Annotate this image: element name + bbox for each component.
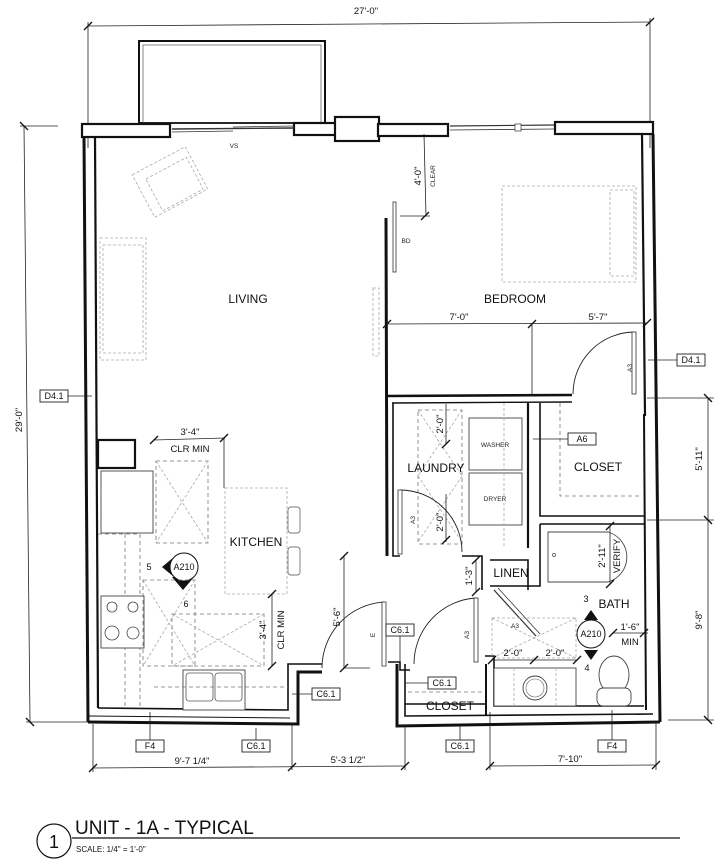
dryer: [468, 472, 523, 526]
svg-text:A210: A210: [173, 562, 194, 572]
tag-f4-left: F4: [135, 712, 165, 753]
living-furniture: VS: [99, 143, 380, 361]
svg-text:5'-3 1/2": 5'-3 1/2": [331, 755, 366, 766]
title-block: 1 UNIT - 1A - TYPICAL SCALE: 1/4" = 1'-0…: [36, 818, 680, 859]
svg-text:5'-11": 5'-11": [694, 447, 705, 471]
svg-text:6: 6: [183, 599, 188, 609]
linen: LINEN 1'-3": [464, 555, 529, 597]
tag-a3-bedroom: A3: [627, 364, 634, 372]
svg-text:VERIFY: VERIFY: [612, 538, 623, 573]
svg-text:3'-4": 3'-4": [258, 621, 269, 640]
laundry: WASHER DRYER 2'-0" 2'-0" LAUNDRY A3: [397, 403, 523, 555]
room-closet-entry: CLOSET: [426, 699, 475, 713]
svg-text:1'-6": 1'-6": [621, 622, 640, 633]
svg-text:3: 3: [583, 594, 588, 604]
bath: BATH A3 2'-0" 2'-0" 1'-6" MIN: [487, 587, 649, 707]
room-bath: BATH: [598, 597, 629, 611]
tag-f4-right: F4: [597, 710, 627, 753]
tag-bd: BD: [401, 238, 410, 245]
svg-text:MIN: MIN: [621, 637, 639, 648]
washer: [468, 417, 523, 471]
dimension-right: 5'-11" 9'-8": [647, 393, 714, 725]
elevation-marker-bath: A210 3 4: [576, 594, 606, 673]
closet-bedroom: A6 CLOSET: [533, 403, 642, 497]
room-bedroom: BEDROOM: [484, 292, 546, 306]
bedroom-right-dim: 5'-7": [589, 312, 608, 323]
drawing-number: 1: [49, 832, 59, 852]
room-laundry: LAUNDRY: [407, 461, 464, 475]
tag-vs: VS: [230, 143, 239, 150]
bedroom-clear-label: CLEAR: [430, 165, 437, 187]
svg-text:5'-6": 5'-6": [332, 608, 343, 627]
svg-text:DRYER: DRYER: [484, 496, 507, 503]
svg-text:2'-0": 2'-0": [435, 415, 446, 434]
kitchen: KITCHEN 3'-4" CLR MIN 3'-4" CLR MIN: [96, 427, 301, 711]
svg-text:F4: F4: [607, 741, 618, 751]
closet-entry: C6.1 CLOSET: [405, 676, 484, 713]
tag-d41-left: D4.1: [39, 389, 92, 403]
svg-text:7'-10": 7'-10": [558, 754, 582, 765]
overall-width-label: 27'-0": [354, 6, 378, 17]
svg-text:D4.1: D4.1: [44, 391, 63, 401]
entry: E 5'-6" C6.1 A3: [321, 551, 479, 673]
svg-text:D4.1: D4.1: [681, 355, 700, 365]
svg-text:E: E: [370, 632, 377, 637]
overall-depth-label: 29'-0": [14, 408, 25, 432]
bedroom: 4'-0" CLEAR BD BEDROOM 7'-0" 5'-7" A3: [382, 133, 652, 396]
svg-text:1'-3": 1'-3": [464, 567, 475, 586]
svg-text:9'-7 1/4": 9'-7 1/4": [175, 756, 210, 767]
tag-c61-bottom-left: C6.1: [241, 728, 271, 753]
tag-c61-kitchen: C6.1: [292, 687, 341, 701]
tag-d41-right: D4.1: [648, 353, 706, 367]
room-closet-bedroom: CLOSET: [574, 460, 623, 474]
dimension-overall-depth: 29'-0": [14, 121, 88, 727]
svg-text:2'-11": 2'-11": [597, 544, 608, 568]
svg-text:C6.1: C6.1: [316, 689, 335, 699]
svg-text:4: 4: [584, 663, 589, 673]
bedroom-clear-dim: 4'-0": [413, 167, 424, 186]
svg-text:CLR MIN: CLR MIN: [276, 610, 287, 649]
svg-text:9'-8": 9'-8": [694, 611, 705, 630]
room-living: LIVING: [228, 292, 267, 306]
svg-text:3'-4": 3'-4": [181, 427, 200, 438]
room-linen: LINEN: [493, 566, 528, 580]
drawing-title: UNIT - 1A - TYPICAL: [75, 818, 254, 839]
svg-text:CLR MIN: CLR MIN: [170, 444, 209, 455]
bedroom-left-dim: 7'-0": [450, 312, 469, 323]
svg-text:2'-0": 2'-0": [504, 648, 523, 659]
elevation-marker-kitchen: A210 5 6: [146, 552, 199, 609]
svg-text:WASHER: WASHER: [481, 442, 510, 449]
svg-text:A3: A3: [464, 631, 471, 639]
svg-text:C6.1: C6.1: [246, 741, 265, 751]
dimension-bottom: 9'-7 1/4" 5'-3 1/2" 7'-10": [88, 712, 661, 773]
svg-text:5: 5: [146, 562, 151, 572]
tag-c61-closet: C6.1: [432, 678, 451, 688]
tag-a6: A6: [576, 434, 587, 444]
drawing-number-circle: [36, 823, 72, 859]
svg-text:A3: A3: [410, 516, 417, 524]
svg-text:C6.1: C6.1: [390, 625, 409, 635]
drawing-scale: SCALE: 1/4" = 1'-0": [76, 845, 146, 854]
stool-icon: [287, 506, 301, 576]
tag-c61-entry: C6.1: [385, 623, 415, 662]
svg-text:2'-0": 2'-0": [435, 513, 446, 532]
svg-text:A3: A3: [511, 623, 519, 630]
bathtub: 2'-11" VERIFY: [547, 521, 628, 589]
svg-text:F4: F4: [145, 741, 156, 751]
svg-text:2'-0": 2'-0": [546, 648, 565, 659]
tag-c61-bottom-right: C6.1: [445, 726, 475, 753]
room-kitchen: KITCHEN: [230, 535, 283, 549]
svg-text:C6.1: C6.1: [450, 741, 469, 751]
svg-text:A210: A210: [580, 629, 601, 639]
balcony: [138, 40, 326, 124]
